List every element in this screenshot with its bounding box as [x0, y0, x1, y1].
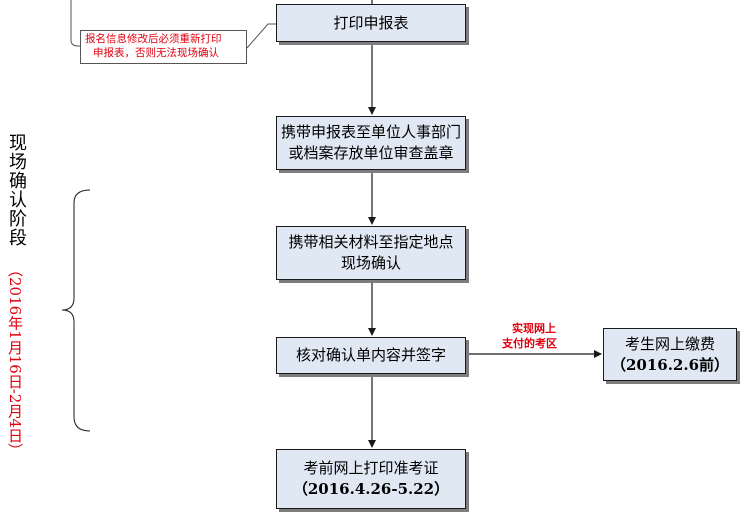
callout-leader: [246, 23, 276, 49]
reprint-note-box: [80, 30, 247, 64]
take-form-line2: 或档案存放单位审查盖章: [288, 144, 454, 162]
print-admission-box: 考前网上打印准考证 （2016.4.26-5.22）: [276, 449, 466, 509]
verify-sign-box: 核对确认单内容并签字: [276, 337, 466, 374]
take-form-line1: 携带申报表至单位人事部门: [280, 123, 461, 141]
verify-sign-label: 核对确认单内容并签字: [295, 346, 446, 364]
bring-materials-line2: 现场确认: [340, 254, 401, 272]
payment-note-line2: 支付的考区: [502, 337, 557, 350]
stage-title: 现场确认阶段: [6, 133, 27, 247]
online-payment-line1: 考生网上缴费: [624, 334, 715, 353]
reprint-note-line1: 报名信息修改后必须重新打印: [85, 33, 222, 45]
stage-brace: [61, 189, 91, 432]
take-form-box: 携带申报表至单位人事部门 或档案存放单位审查盖章: [276, 116, 466, 170]
online-payment-deadline: （2016.2.6前）: [610, 355, 730, 374]
payment-note-line1: 实现网上: [512, 322, 556, 335]
print-admission-line1: 考前网上打印准考证: [303, 459, 439, 477]
bring-materials-box: 携带相关材料至指定地点 现场确认: [276, 226, 466, 280]
print-admission-dates: （2016.4.26-5.22）: [292, 480, 450, 498]
bring-materials-line1: 携带相关材料至指定地点: [288, 233, 454, 251]
callout-bracket: [70, 6, 80, 47]
reprint-note-line2: 申报表，否则无法现场确认: [93, 47, 219, 59]
print-form-box: 打印申报表: [276, 4, 466, 42]
online-payment-box: 考生网上缴费 （2016.2.6前）: [603, 328, 737, 381]
print-form-label: 打印申报表: [333, 13, 409, 32]
stage-dates: （2016年1月16日-2月4日）: [6, 262, 24, 458]
